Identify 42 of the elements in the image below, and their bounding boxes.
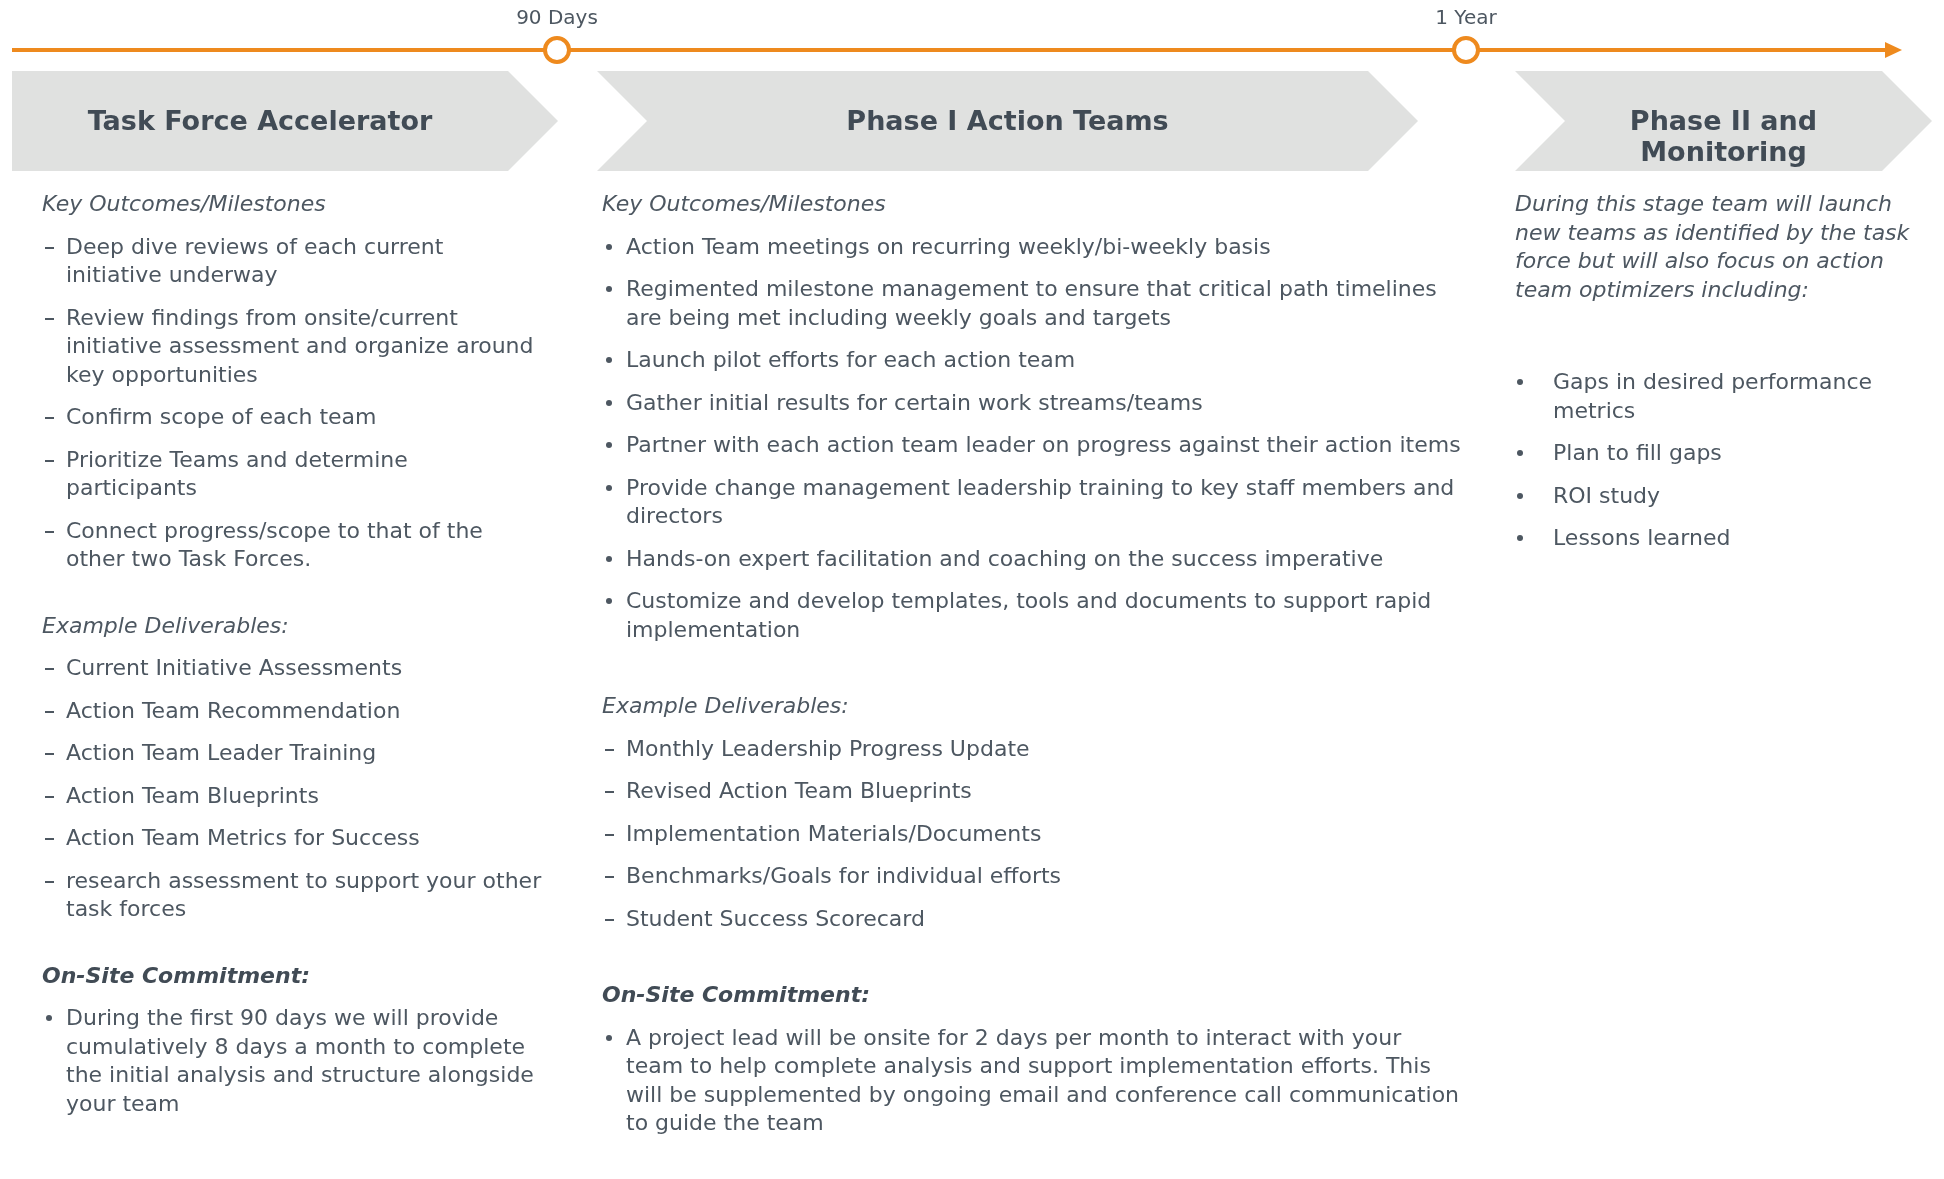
list-item: Revised Action Team Blueprints <box>626 777 973 805</box>
list-item: Regimented milestone management to ensure that critical path timelines are being met including weekly goals and targets <box>626 275 1438 332</box>
section-heading: On-Site Commitment: <box>42 961 311 990</box>
list-item: Action Team Blueprints <box>66 781 320 810</box>
section-heading: Example Deliverables: <box>602 692 850 720</box>
list-item: A project lead will be onsite for 2 days per month to interact with your team to help complete analysis and support implementation efforts. This will be supplemented by ongoing email and conference call communication to guide the team <box>626 1023 1461 1137</box>
phase-chevron: Phase I Action Teams <box>597 71 1418 171</box>
section-heading: Key Outcomes/Milestones <box>602 190 887 218</box>
list-item: Confirm scope of each team <box>66 403 378 431</box>
list-item: Action Team Recommendation <box>66 696 402 725</box>
list-item: Connect progress/scope to that of the other two Task Forces. <box>66 516 484 573</box>
list-item: Benchmarks/Goals for individual efforts <box>626 862 1063 890</box>
list-item: Launch pilot efforts for each action team <box>626 346 1077 374</box>
list-item: Gaps in desired performance metrics <box>1553 368 1874 425</box>
list-item: Action Team meetings on recurring weekly/bi-weekly basis <box>626 232 1272 261</box>
list-item: Monthly Leadership Progress Update <box>626 734 1031 763</box>
phase-chevron: Task Force Accelerator <box>12 71 558 171</box>
list-item: Customize and develop templates, tools and documents to support rapid implementation <box>626 587 1433 644</box>
list-item: Plan to fill gaps <box>1553 439 1723 467</box>
section-heading: Key Outcomes/Milestones <box>42 190 327 218</box>
intro-text: During this stage team will launch new teams as identified by the task force but will also focus on action team optimizers including: <box>1515 190 1911 304</box>
list-item: ROI study <box>1553 481 1662 510</box>
milestone-label: 90 Days <box>515 4 599 30</box>
list-item: Student Success Scorecard <box>626 904 926 933</box>
list-item: Lessons learned <box>1553 524 1732 552</box>
list-item: During the first 90 days we will provide cumulatively 8 days a month to complete the initial analysis and structure alongside your team <box>66 1004 535 1118</box>
list-item: Gather initial results for certain work streams/teams <box>626 388 1204 417</box>
list-item: Deep dive reviews of each current initiative underway <box>66 232 445 289</box>
section-heading: On-Site Commitment: <box>602 981 871 1009</box>
list-item: Provide change management leadership training to key staff members and directors <box>626 473 1456 530</box>
milestone-label: 1 Year <box>1434 4 1498 30</box>
list-item: Action Team Metrics for Success <box>66 824 421 852</box>
list-item: Current Initiative Assessments <box>66 654 404 682</box>
phase-chevron: Phase II and Monitoring <box>1515 71 1932 171</box>
section-heading: Example Deliverables: <box>42 611 290 640</box>
list-item: research assessment to support your other task forces <box>66 866 542 923</box>
list-item: Review findings from onsite/current initiative assessment and organize around key opportunities <box>66 303 535 389</box>
list-item: Partner with each action team leader on progress against their action items <box>626 431 1462 459</box>
list-item: Hands-on expert facilitation and coaching on the success imperative <box>626 544 1385 573</box>
list-item: Implementation Materials/Documents <box>626 819 1043 848</box>
list-item: Prioritize Teams and determine participants <box>66 445 409 502</box>
list-item: Action Team Leader Training <box>66 739 378 767</box>
